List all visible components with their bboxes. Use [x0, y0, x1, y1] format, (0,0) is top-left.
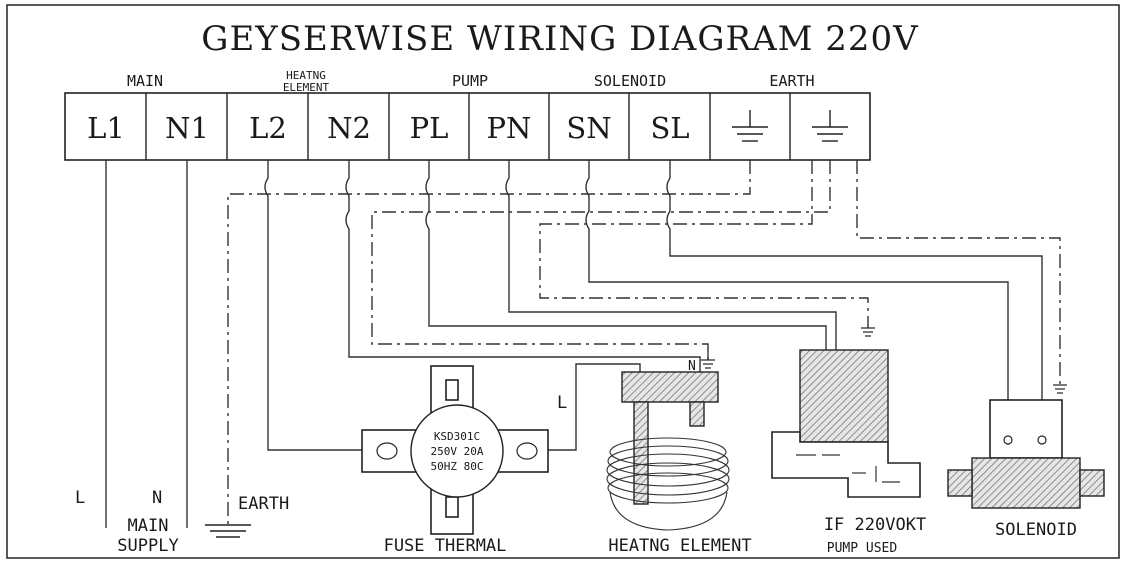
solenoid: [947, 399, 1105, 509]
heating-element: [606, 371, 730, 531]
wire-pn-to-pump: [505, 160, 837, 350]
supply-earth-label: EARTH: [238, 494, 289, 514]
fuse-frequency-temp: 50HZ 80C: [431, 460, 484, 473]
supply-neutral-label: N: [152, 488, 162, 508]
solenoid-earth-icon: [1053, 384, 1067, 394]
pump: [771, 349, 921, 498]
terminal-pl: PL: [410, 111, 449, 145]
main-supply-label-line1: MAIN: [128, 516, 169, 536]
solenoid-label: SOLENOID: [995, 520, 1077, 540]
wire-n2-to-element: [345, 160, 701, 372]
terminal-n1: N1: [165, 111, 209, 145]
fuse-model: KSD301C: [434, 430, 480, 443]
heating-element-label: HEATNG ELEMENT: [608, 536, 751, 556]
terminal-sl: SL: [650, 111, 689, 145]
element-live-label: L: [557, 393, 567, 413]
wire-pl-to-pump: [425, 160, 827, 350]
group-label-solenoid: SOLENOID: [594, 72, 666, 90]
thermal-fuse: [361, 365, 549, 535]
wire-supply-earth: [227, 160, 751, 525]
wire-sn-to-solenoid: [585, 160, 1009, 438]
wire-pump-earth: [539, 160, 869, 328]
pump-label-line2: PUMP USED: [827, 541, 898, 556]
terminal-l1: L1: [87, 111, 125, 145]
terminal-l2: L2: [249, 111, 287, 145]
main-supply-label-line2: SUPPLY: [117, 536, 178, 556]
wire-fuse-to-element: [548, 363, 641, 451]
wire-sl-to-solenoid: [666, 160, 1043, 438]
pump-label-line1: IF 220VOKT: [824, 515, 926, 535]
terminal-sn: SN: [566, 111, 611, 145]
group-label-pump: PUMP: [452, 72, 488, 90]
wire-solenoid-earth: [856, 160, 1061, 385]
supply-earth-icon: [205, 524, 251, 538]
diagram-frame: [6, 4, 1120, 559]
pump-earth-icon: [861, 327, 875, 337]
element-neutral-label: N: [688, 359, 696, 374]
wire-element-earth: [371, 160, 831, 360]
fuse-label: FUSE THERMAL: [384, 536, 507, 556]
fuse-rating: 250V 20A: [431, 445, 484, 458]
supply-live-label: L: [75, 488, 85, 508]
terminal-pn: PN: [487, 111, 532, 145]
element-earth-icon: [701, 352, 715, 369]
diagram-title: GEYSERWISE WIRING DIAGRAM 220V: [201, 19, 919, 59]
group-label-heating: HEATNG: [286, 69, 326, 82]
group-label-main: MAIN: [127, 72, 163, 90]
earth-terminal-1-icon: [732, 110, 768, 142]
terminal-n2: N2: [327, 111, 371, 145]
wire-l2-to-fuse: [264, 160, 362, 451]
group-label-element: ELEMENT: [283, 81, 330, 94]
group-label-earth: EARTH: [769, 72, 814, 90]
earth-terminal-2-icon: [812, 110, 848, 142]
